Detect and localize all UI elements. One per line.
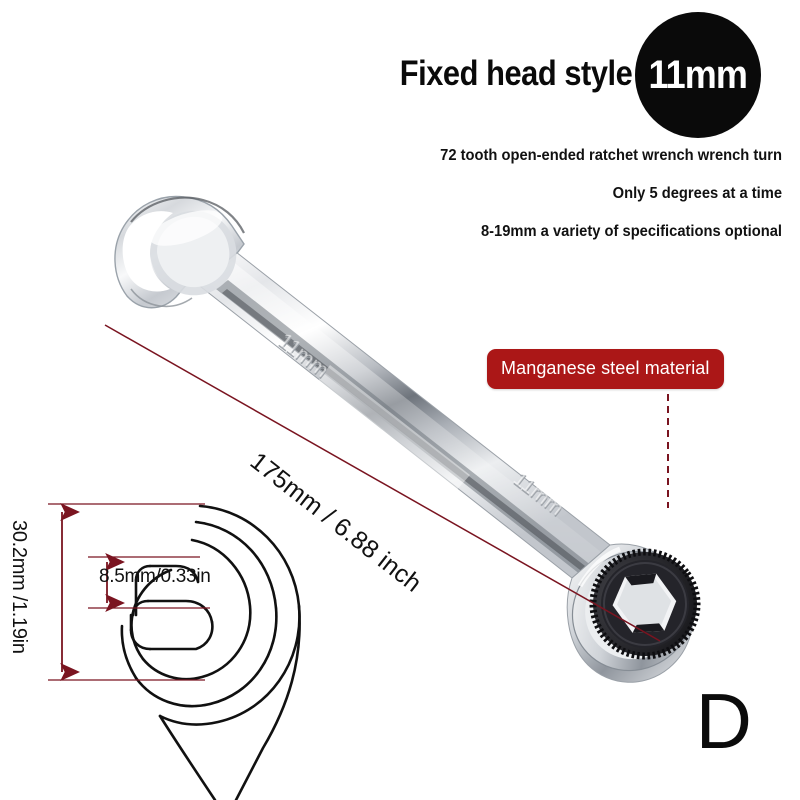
page-title: Fixed head style xyxy=(399,54,632,93)
wrench-ratchet-head xyxy=(566,543,701,683)
overall-length-label: 175mm / 6.88 inch xyxy=(244,447,427,598)
engraving-lower-11mm: 11mm xyxy=(509,469,568,522)
material-callout-label: Manganese steel material xyxy=(501,358,710,378)
jaw-opening-label: 8.5mm/0.33in xyxy=(99,566,211,587)
size-badge-label: 11mm xyxy=(648,52,748,97)
wrench-open-end-head xyxy=(114,195,245,309)
size-badge: 11mm xyxy=(635,12,761,138)
feature-item-1: 72 tooth open-ended ratchet wrench wrenc… xyxy=(440,147,782,164)
wrench-shaft xyxy=(195,251,611,579)
head-height-label: 30.2mm /1.19in xyxy=(8,520,30,654)
engraving-upper-11mm: 11mm xyxy=(274,331,333,384)
svg-text:11mm: 11mm xyxy=(274,329,333,382)
height-dimension xyxy=(48,503,205,681)
material-callout-box: Manganese steel material xyxy=(487,349,724,389)
svg-text:11mm: 11mm xyxy=(509,467,568,520)
feature-list: 72 tooth open-ended ratchet wrench wrenc… xyxy=(330,148,782,262)
feature-item-3: 8-19mm a variety of specifications optio… xyxy=(480,223,782,240)
variant-letter: D xyxy=(695,677,752,765)
ratchet-teeth xyxy=(589,548,701,660)
cross-section-teeth xyxy=(135,520,278,708)
feature-item-2: Only 5 degrees at a time xyxy=(612,185,782,202)
header-block: Fixed head style 11mm xyxy=(380,12,780,138)
